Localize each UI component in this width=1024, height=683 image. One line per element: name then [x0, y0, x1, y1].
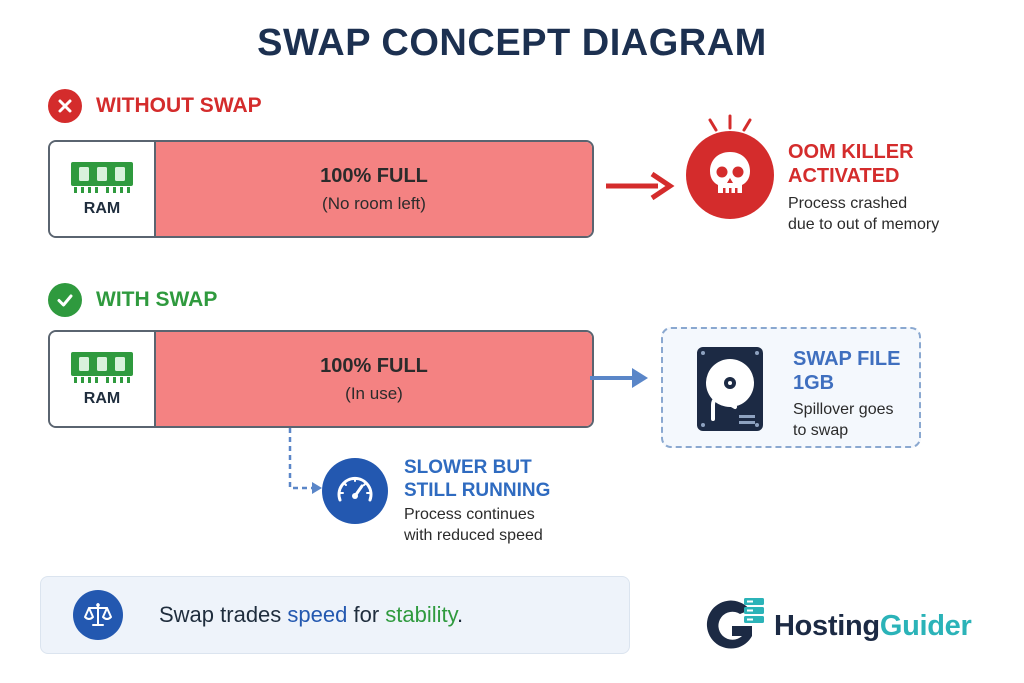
slower-title: SLOWER BUT STILL RUNNING	[404, 457, 551, 501]
alert-rays-icon	[708, 114, 752, 132]
with-swap-label: WITH SWAP	[96, 288, 218, 311]
fill-note: (In use)	[345, 383, 403, 403]
without-swap-heading: WITHOUT SWAP	[48, 89, 262, 123]
ram-fill-full: 100% FULL (No room left)	[156, 142, 592, 236]
ram-chip-icon	[71, 352, 133, 383]
ram-bar-with-swap: RAM 100% FULL (In use)	[48, 330, 594, 428]
fill-status: 100% FULL	[320, 164, 428, 187]
arrow-right-icon	[590, 368, 648, 388]
error-x-icon	[48, 89, 82, 123]
oom-description: Process crashed due to out of memory	[788, 195, 940, 233]
logo-g-server-icon	[706, 598, 764, 649]
without-swap-label: WITHOUT SWAP	[96, 94, 262, 117]
ram-label: RAM	[83, 390, 121, 407]
diagram-title: SWAP CONCEPT DIAGRAM	[257, 22, 767, 64]
keyword-stability: stability	[385, 602, 457, 627]
logo-wordmark: HostingGuider	[774, 609, 972, 642]
ram-chip-icon	[71, 162, 133, 193]
ram-fill-full: 100% FULL (In use)	[156, 332, 592, 426]
arrow-right-icon	[606, 171, 675, 201]
ram-bar-without-swap: RAM 100% FULL (No room left)	[48, 140, 594, 238]
with-swap-heading: WITH SWAP	[48, 283, 217, 317]
ram-label: RAM	[83, 200, 121, 217]
fill-status: 100% FULL	[320, 354, 428, 377]
ram-module: RAM	[50, 142, 156, 236]
skull-icon	[686, 131, 774, 219]
swap-file-description: Spillover goes to swap	[793, 401, 894, 439]
summary-box: Swap trades speed for stability.	[40, 576, 630, 654]
swap-file-title: SWAP FILE 1GB	[793, 348, 901, 394]
slower-description: Process continues with reduced speed	[404, 506, 543, 544]
hostingguider-logo: HostingGuider	[700, 596, 972, 656]
balance-scale-icon	[73, 590, 123, 640]
check-icon	[48, 283, 82, 317]
speedometer-icon	[322, 458, 388, 524]
swap-file-box: SWAP FILE 1GB Spillover goes to swap	[661, 327, 921, 448]
hard-disk-icon	[697, 347, 763, 431]
fill-note: (No room left)	[322, 193, 426, 213]
keyword-speed: speed	[287, 602, 348, 627]
ram-module: RAM	[50, 332, 156, 426]
summary-text: Swap trades speed for stability.	[159, 602, 464, 627]
oom-title: OOM KILLER ACTIVATED	[788, 141, 914, 187]
dashed-connector	[288, 428, 322, 494]
